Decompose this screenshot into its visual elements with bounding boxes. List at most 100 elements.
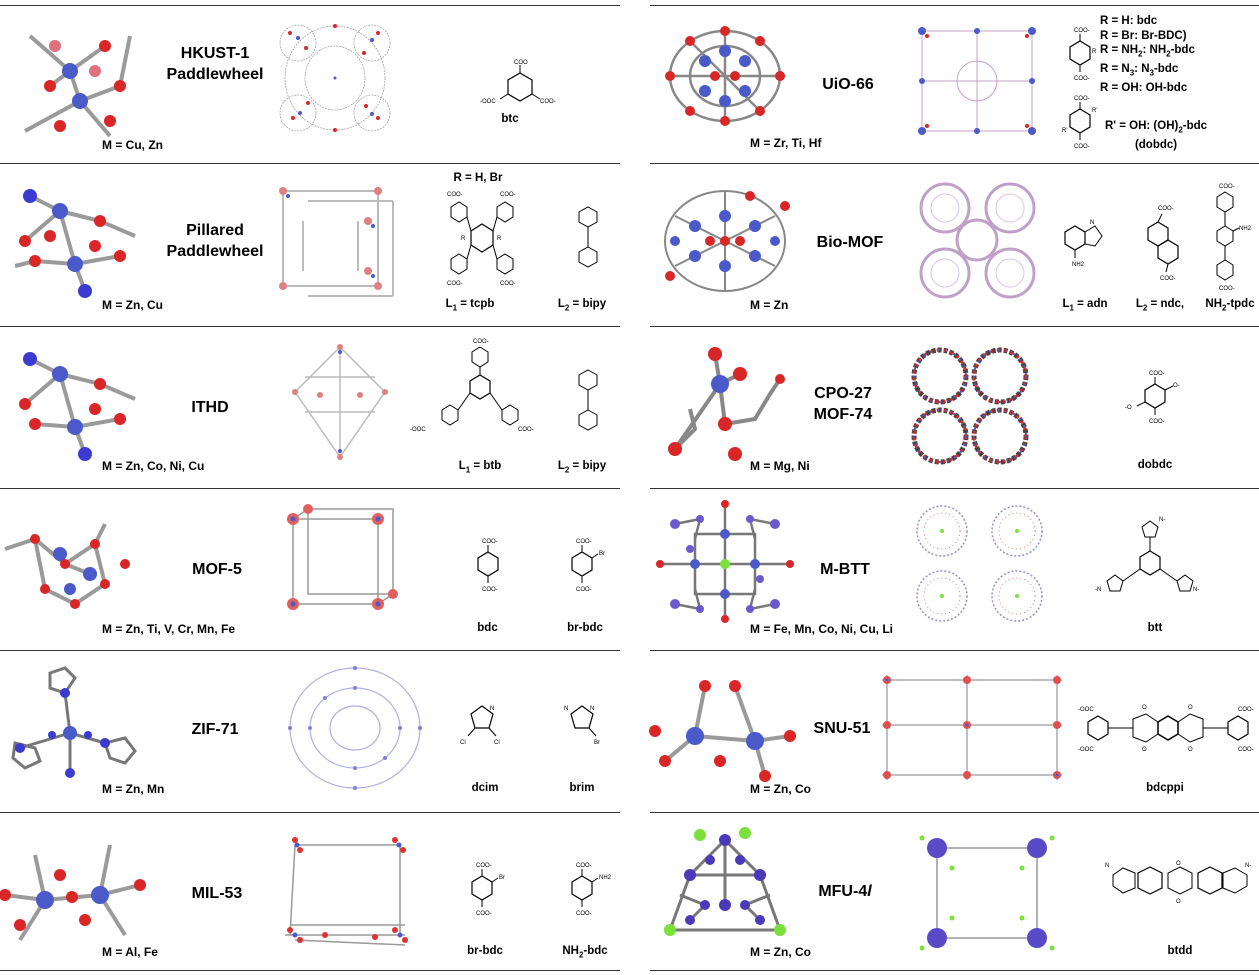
- ligand-label: dcim: [471, 782, 499, 794]
- svg-text:COO-: COO-: [500, 281, 516, 287]
- cluster-structure: [0, 844, 146, 942]
- svg-text:R: R: [461, 236, 466, 242]
- svg-text:COO-: COO-: [473, 339, 489, 345]
- name-line: CPO-27: [814, 385, 872, 402]
- variant-list: R' = OH: (OH)2-bdc (dobdc): [1105, 119, 1207, 152]
- metal-label: M = Mg, Ni: [750, 459, 810, 473]
- name-line: Paddlewheel: [166, 243, 264, 260]
- ligand-label: dobdc: [1137, 459, 1173, 471]
- name-line: MOF-74: [813, 406, 873, 423]
- framework-name: CPO-27 MOF-74: [798, 383, 888, 425]
- svg-text:Cl: Cl: [494, 740, 500, 746]
- rule: [650, 488, 1259, 489]
- svg-text:-OOC: -OOC: [1078, 747, 1094, 753]
- metal-label: M = Zn: [750, 298, 789, 312]
- cluster-structure: [665, 26, 785, 126]
- svg-text:COO-: COO-: [1074, 96, 1090, 102]
- svg-text:COO-: COO-: [576, 587, 592, 593]
- framework-lattice: [919, 835, 1055, 951]
- metal-label: M = Fe, Mn, Co, Ni, Cu, Li: [750, 622, 893, 636]
- ligand-structure: [578, 206, 598, 268]
- ligand-structure: COO-COO-: [477, 539, 499, 593]
- framework-lattice: [911, 347, 1029, 465]
- svg-text:COO-: COO-: [1238, 747, 1254, 753]
- ligand-label: bdcppi: [1146, 782, 1184, 794]
- svg-text:COO-: COO-: [500, 192, 516, 198]
- framework-name: ITHD: [191, 399, 229, 416]
- svg-text:O: O: [1142, 705, 1147, 711]
- variant-item: R = OH: OH-bdc: [1100, 81, 1188, 94]
- svg-text:O: O: [1176, 899, 1181, 905]
- ligand-structure: [578, 369, 598, 431]
- svg-text:COO-: COO-: [1074, 76, 1090, 82]
- svg-text:COO-: COO-: [1219, 184, 1235, 190]
- svg-text:NH2: NH2: [599, 875, 612, 881]
- svg-text:COO-: COO-: [1219, 286, 1235, 292]
- ligand-structure: COO COO- -OOC: [480, 60, 556, 105]
- cluster-structure: [24, 34, 132, 138]
- svg-text:COO-: COO-: [476, 863, 492, 869]
- row-hkust1: HKUST-1 Paddlewheel M = Cu, Zn COO COO- -O…: [0, 6, 620, 161]
- framework-name: HKUST-1 Paddlewheel: [165, 43, 265, 85]
- framework-name: MFU-4l: [818, 883, 872, 900]
- framework-name: MOF-5: [192, 561, 242, 578]
- svg-text:-N: -N: [1095, 587, 1101, 593]
- metal-label: M = Zn, Co, Ni, Cu: [102, 459, 205, 473]
- row-pillared: Pillared Paddlewheel M = Zn, Cu R = H, B…: [0, 164, 620, 319]
- metal-label: M = Zn, Ti, V, Cr, Mn, Fe: [102, 622, 236, 636]
- rule: [650, 650, 1259, 651]
- metal-label: M = Zn, Co: [750, 782, 811, 796]
- ligand-label: br-bdc: [467, 945, 503, 957]
- rule: [0, 5, 620, 6]
- svg-text:COO-: COO-: [1238, 707, 1254, 713]
- variant-list: R = H: bdc R = Br: Br-BDC) R = NH2: NH2-…: [1100, 14, 1195, 95]
- cluster-structure: [11, 666, 137, 778]
- svg-text:-OOC: -OOC: [480, 99, 496, 105]
- variant-item: R = H: bdc: [1100, 15, 1158, 27]
- framework-lattice: [882, 675, 1062, 780]
- name-line: HKUST-1: [180, 45, 250, 62]
- svg-text:-OOC: -OOC: [410, 427, 426, 433]
- framework-lattice: [918, 27, 1036, 135]
- svg-text:COO-: COO-: [482, 539, 498, 545]
- rule: [650, 812, 1259, 813]
- svg-text:Cl: Cl: [460, 740, 466, 746]
- rule: [0, 326, 620, 327]
- variant-item: R = NH2: NH2-bdc: [1100, 44, 1195, 59]
- svg-text:COO-: COO-: [1149, 419, 1165, 425]
- svg-text:N-: N-: [1159, 517, 1165, 523]
- ligand-structure: COO-COO-NH2: [571, 863, 612, 917]
- metal-label: M = Zr, Ti, Hf: [750, 136, 822, 150]
- cluster-structure: [664, 827, 786, 936]
- variant-item: (dobdc): [1134, 138, 1178, 151]
- cluster-structure: [19, 352, 136, 461]
- svg-text:O: O: [1188, 747, 1193, 753]
- svg-text:R: R: [1092, 49, 1097, 55]
- metal-label: M = Cu, Zn: [102, 138, 163, 152]
- framework-name: ZIF-71: [191, 721, 239, 738]
- ligand-structure: COO- -OOC COO-: [410, 339, 534, 433]
- metal-label: M = Zn, Cu: [102, 298, 163, 312]
- rule: [0, 163, 620, 164]
- ligand-structure: COO-COO-: [1147, 206, 1179, 282]
- rule: [0, 812, 620, 813]
- svg-text:COO-: COO-: [447, 281, 463, 287]
- svg-text:COO: COO: [514, 60, 528, 66]
- framework-name: M-BTT: [820, 561, 870, 578]
- svg-text:COO-: COO-: [576, 539, 592, 545]
- svg-text:COO-: COO-: [540, 99, 556, 105]
- svg-text:N: N: [564, 706, 568, 712]
- cluster-structure: [14, 189, 136, 298]
- svg-text:N-: N-: [1193, 587, 1199, 593]
- svg-text:N-: N-: [1245, 863, 1251, 869]
- svg-text:COO-: COO-: [1074, 144, 1090, 150]
- cluster-structure: [656, 500, 794, 623]
- svg-text:COO-: COO-: [518, 427, 534, 433]
